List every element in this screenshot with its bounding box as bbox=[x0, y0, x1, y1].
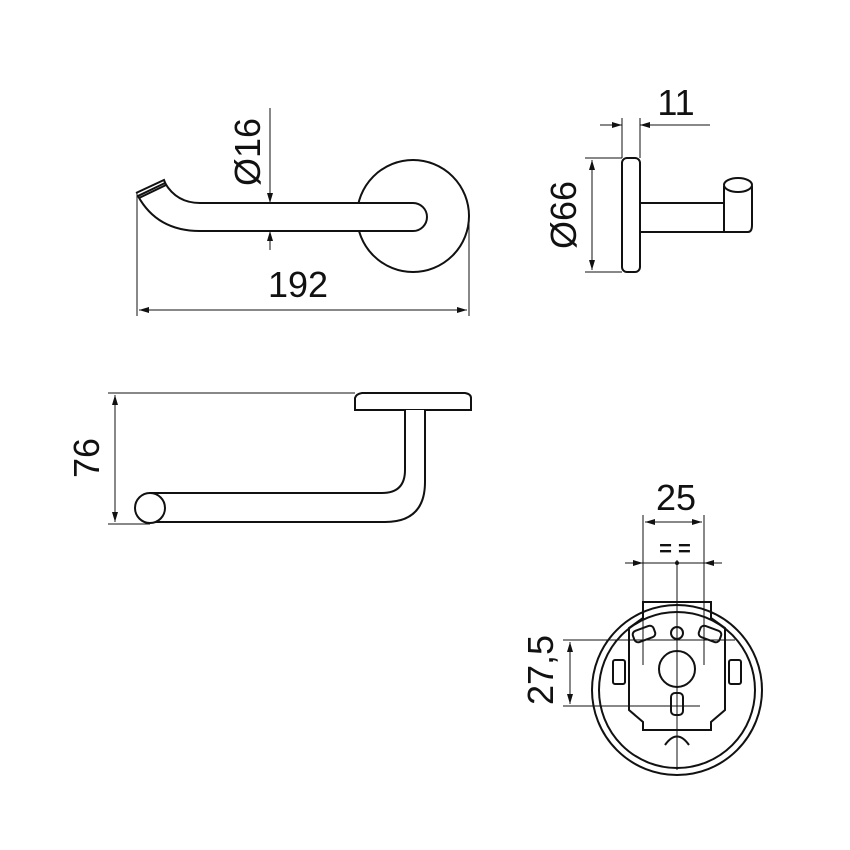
hook-end bbox=[723, 186, 753, 233]
rod-front bbox=[149, 410, 426, 523]
plate-side bbox=[621, 157, 641, 273]
rod-outline bbox=[136, 181, 428, 232]
mount-view: 25 = = 27,5 bbox=[520, 477, 763, 776]
side-view: Ø66 11 bbox=[543, 82, 753, 273]
dimension-27-5: 27,5 bbox=[520, 635, 561, 705]
dimension-11: 11 bbox=[657, 82, 694, 123]
top-view: 192 Ø16 bbox=[135, 108, 470, 316]
front-view: 76 bbox=[66, 392, 472, 525]
rod-end-circle bbox=[134, 492, 166, 524]
dimension-diameter-66: Ø66 bbox=[543, 181, 584, 249]
equal-marks: = = bbox=[659, 536, 691, 561]
dimension-76: 76 bbox=[66, 438, 107, 478]
dimension-diameter-16: Ø16 bbox=[227, 118, 268, 186]
plate-front bbox=[354, 392, 472, 411]
mounting-bracket bbox=[628, 601, 726, 731]
rod-end-cap bbox=[135, 178, 168, 199]
dimension-192: 192 bbox=[268, 264, 328, 305]
dimension-25: 25 bbox=[656, 477, 696, 518]
